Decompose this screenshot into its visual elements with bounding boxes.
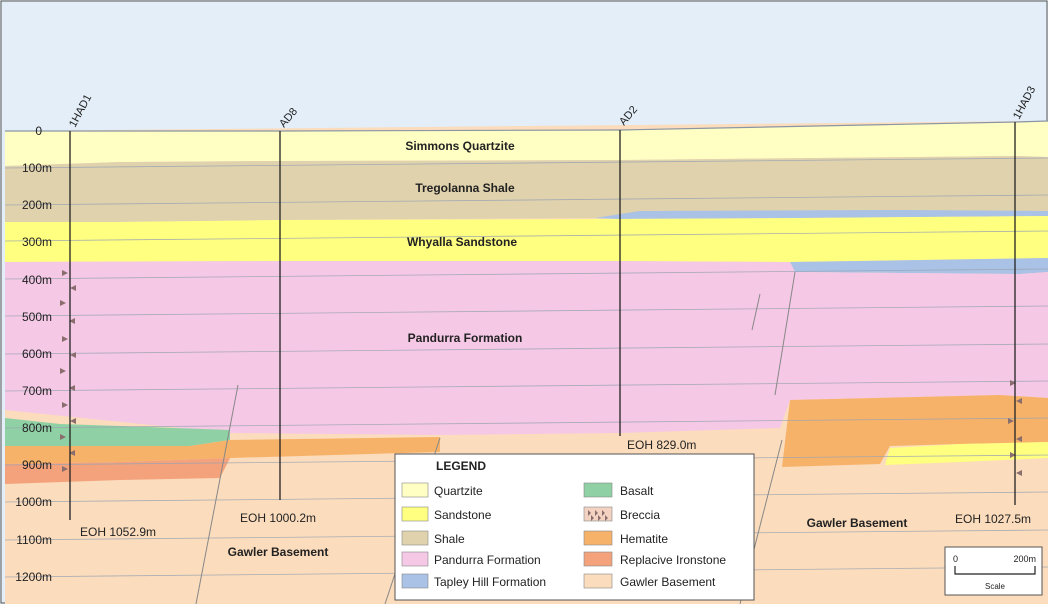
depth-label: 400m [22,273,52,287]
legend-swatch [584,483,612,497]
legend-label: Sandstone [434,508,492,522]
legend-swatch [402,531,428,545]
legend-label: Replacive Ironstone [620,553,726,567]
legend-item-tapley-hill: Tapley Hill Formation [402,574,546,589]
eoh-label-ad2: EOH 829.0m [627,438,696,452]
legend-label: Hematite [620,532,668,546]
legend-label: Pandurra Formation [434,553,541,567]
unit-label-basement-left: Gawler Basement [228,545,329,559]
legend-label: Quartzite [434,484,483,498]
unit-label-pandurra: Pandurra Formation [408,331,523,345]
legend-item-gawler-basement: Gawler Basement [584,574,716,589]
legend-swatch [402,552,428,566]
legend-label: Basalt [620,484,654,498]
legend-title: LEGEND [436,459,486,473]
legend-label: Breccia [620,508,660,522]
eoh-label-1had1: EOH 1052.9m [80,525,156,539]
scale-bar: 0 200m Scale [945,547,1042,595]
depth-label: 1200m [15,570,52,584]
depth-label: 900m [22,458,52,472]
legend-swatch [584,531,612,545]
legend-swatch [402,483,428,497]
depth-label: 300m [22,235,52,249]
unit-label-shale: Tregolanna Shale [415,181,515,195]
legend: LEGEND Quartzite Sandstone Shale Pandurr… [395,454,754,600]
legend-item-quartzite: Quartzite [402,483,483,498]
legend-label: Tapley Hill Formation [434,575,546,589]
legend-item-breccia: Breccia [584,507,660,522]
eoh-label-ad8: EOH 1000.2m [240,511,316,525]
legend-swatch [584,552,612,566]
legend-item-sandstone: Sandstone [402,507,492,522]
legend-swatch [402,574,428,588]
depth-label: 700m [22,384,52,398]
legend-swatch [402,507,428,521]
depth-label: 200m [22,198,52,212]
eoh-label-1had3: EOH 1027.5m [955,512,1031,526]
legend-item-pandurra: Pandurra Formation [402,552,541,567]
legend-item-shale: Shale [402,531,465,546]
legend-item-replacive-ironstone: Replacive Ironstone [584,552,726,567]
depth-label: 500m [22,310,52,324]
unit-label-sandstone: Whyalla Sandstone [407,235,517,249]
depth-label: 1100m [16,533,52,547]
sandstone-layer [5,216,1048,262]
depth-label: 600m [22,347,52,361]
scale-caption: Scale [985,582,1006,591]
unit-label-basement-right: Gawler Basement [807,516,908,530]
legend-swatch [584,574,612,588]
depth-label: 100m [22,161,52,175]
depth-label: 1000m [15,495,52,509]
depth-label: 0 [35,124,42,138]
scale-start-label: 0 [953,554,958,564]
depth-label: 800m [22,421,52,435]
unit-label-quartzite: Simmons Quartzite [405,139,515,153]
legend-label: Gawler Basement [620,575,716,589]
scale-end-label: 200m [1013,554,1036,564]
legend-item-hematite: Hematite [584,531,668,546]
legend-label: Shale [434,532,465,546]
